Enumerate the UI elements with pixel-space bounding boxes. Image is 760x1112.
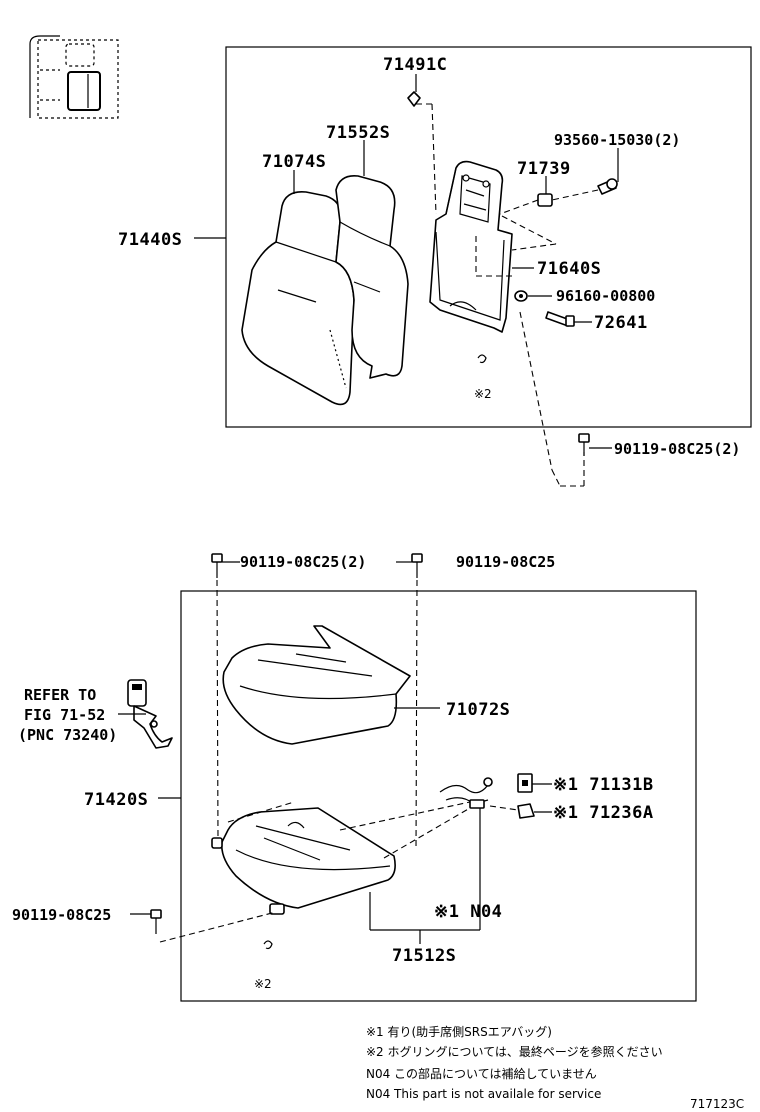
label-90119-top: 90119-08C25(2)	[614, 440, 740, 458]
bolt-90119-top	[578, 433, 590, 456]
connector-71236a	[517, 803, 535, 819]
bolt-72641	[545, 311, 575, 327]
label-90119-lower: 90119-08C25	[12, 906, 111, 924]
label-71236a: ※1 71236A	[553, 803, 654, 823]
seatback-group: 71440S	[118, 46, 752, 487]
seat-cushion-pad	[211, 807, 396, 915]
seatbelt-buckle-icon	[127, 679, 173, 749]
seat-cushion-cover	[222, 625, 411, 745]
label-71512s: 71512S	[392, 946, 456, 966]
footnote-2: ※2 ホグリングについては、最終ページを参照ください	[366, 1044, 663, 1059]
nut-96160	[514, 290, 528, 302]
bolt-90119-lower	[150, 909, 162, 934]
hardware-71491c	[407, 91, 437, 215]
footnote-4: N04 This part is not availale for servic…	[366, 1087, 601, 1101]
seatback-frame	[429, 160, 513, 333]
label-71552s: 71552S	[326, 123, 390, 143]
label-note2-lower: ※2	[254, 977, 272, 991]
connector-71131b	[517, 773, 533, 793]
hog-ring-upper	[477, 354, 487, 364]
label-71420s: 71420S	[84, 790, 148, 810]
wire-harness	[439, 777, 493, 809]
label-71440s: 71440S	[118, 230, 182, 250]
label-96160: 96160-00800	[556, 287, 655, 305]
seat-cushion-group: 71420S	[12, 553, 697, 1002]
label-93560: 93560-15030(2)	[554, 131, 680, 149]
label-72641: 72641	[594, 313, 648, 333]
footnote-3: N04 この部品については補給していません	[366, 1066, 597, 1081]
refer-seatbelt: REFER TO FIG 71-52 (PNC 73240)	[18, 679, 173, 749]
label-note2-upper: ※2	[474, 387, 492, 401]
label-90119-left: 90119-08C25(2)	[240, 553, 366, 571]
label-71074s: 71074S	[262, 152, 326, 172]
hog-ring-lower	[263, 940, 273, 950]
vehicle-location-icon	[29, 35, 119, 119]
refer-line2: FIG 71-52	[24, 706, 105, 724]
screw-93560	[551, 178, 618, 201]
seatback-cover	[241, 190, 355, 406]
label-71072s: 71072S	[446, 700, 510, 720]
footnote-1: ※1 有り(助手席側SRSエアバッグ)	[366, 1024, 552, 1039]
refer-line1: REFER TO	[24, 686, 96, 704]
bolt-90119-right	[411, 553, 423, 578]
label-n04: ※1 N04	[434, 902, 502, 922]
label-71640s: 71640S	[537, 259, 601, 279]
label-71491c: 71491C	[383, 55, 447, 75]
refer-line3: (PNC 73240)	[18, 726, 117, 744]
bolt-90119-left	[211, 553, 223, 578]
diagram-id: 717123C	[690, 1097, 744, 1111]
seatback-pad	[335, 174, 409, 379]
label-71131b: ※1 71131B	[553, 775, 654, 795]
label-71739: 71739	[517, 159, 571, 179]
clip-71739	[499, 193, 553, 215]
label-90119-right: 90119-08C25	[456, 553, 555, 571]
footnotes: ※1 有り(助手席側SRSエアバッグ) ※2 ホグリングについては、最終ページを…	[366, 1024, 663, 1101]
